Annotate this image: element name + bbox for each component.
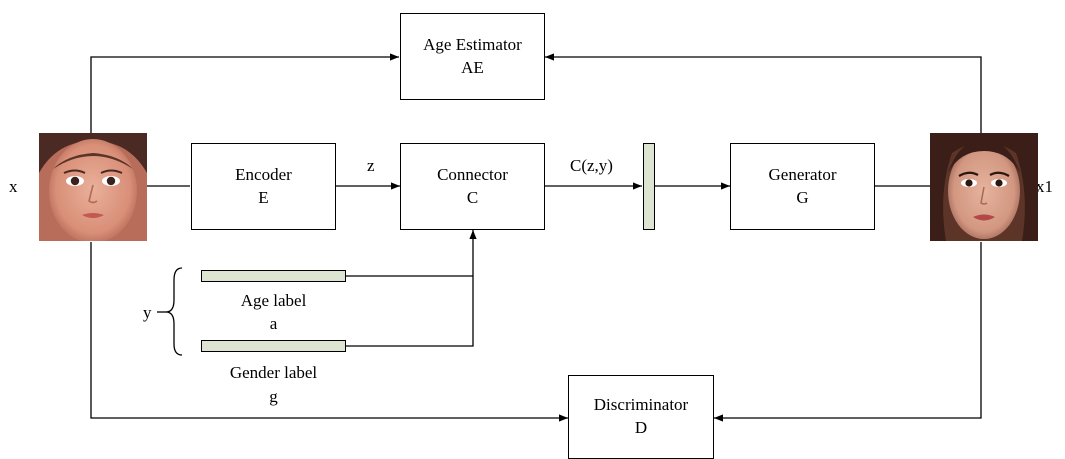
combined-vector-bar bbox=[643, 143, 655, 230]
age-label-bar bbox=[201, 270, 346, 282]
age-label-name: Age label bbox=[201, 292, 346, 309]
connector-symbol: C bbox=[467, 187, 478, 210]
condition-brace bbox=[166, 268, 182, 355]
arrow-output-to-age-estimator bbox=[545, 57, 981, 133]
gender-label-symbol: g bbox=[201, 388, 346, 405]
adult-face-icon bbox=[930, 133, 1038, 241]
arrow-gender-label-to-connector bbox=[346, 230, 473, 346]
latent-label: z bbox=[367, 157, 375, 174]
age-estimator-name: Age Estimator bbox=[423, 34, 522, 57]
discriminator-name: Discriminator bbox=[594, 394, 688, 417]
age-label-symbol: a bbox=[201, 315, 346, 332]
encoder-block: Encoder E bbox=[191, 143, 336, 230]
gender-label-name: Gender label bbox=[201, 364, 346, 381]
gender-label-bar bbox=[201, 340, 346, 352]
encoder-name: Encoder bbox=[235, 164, 292, 187]
child-face-icon bbox=[39, 133, 147, 241]
age-estimator-symbol: AE bbox=[461, 57, 484, 80]
discriminator-symbol: D bbox=[635, 417, 647, 440]
output-label: x1 bbox=[1036, 178, 1053, 195]
connector-name: Connector bbox=[437, 164, 508, 187]
arrow-output-to-discriminator bbox=[714, 242, 981, 418]
age-estimator-block: Age Estimator AE bbox=[400, 13, 545, 100]
connector-block: Connector C bbox=[400, 143, 545, 230]
combined-label: C(z,y) bbox=[570, 157, 613, 174]
discriminator-block: Discriminator D bbox=[568, 375, 714, 459]
generator-symbol: G bbox=[796, 187, 808, 210]
arrow-input-to-age-estimator bbox=[91, 57, 399, 133]
input-label: x bbox=[9, 178, 18, 195]
generator-name: Generator bbox=[769, 164, 837, 187]
condition-label: y bbox=[143, 304, 152, 321]
encoder-symbol: E bbox=[258, 187, 268, 210]
generator-block: Generator G bbox=[730, 143, 875, 230]
